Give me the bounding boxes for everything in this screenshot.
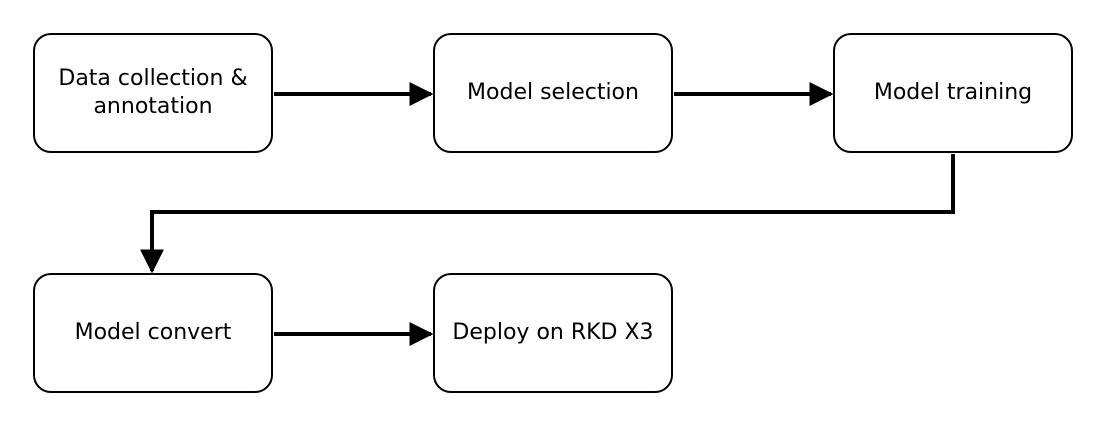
node-model-training: Model training [833, 33, 1073, 153]
node-data-collection: Data collection & annotation [33, 33, 273, 153]
node-label-deploy: Deploy on RKD X3 [452, 320, 654, 345]
node-label-model-selection: Model selection [467, 80, 639, 105]
node-deploy: Deploy on RKD X3 [433, 273, 673, 393]
node-model-selection: Model selection [433, 33, 673, 153]
node-label-model-convert: Model convert [74, 320, 232, 345]
arrow-model-training-to-model-convert [140, 154, 955, 274]
node-model-convert: Model convert [33, 273, 273, 393]
node-label-model-training: Model training [873, 80, 1033, 105]
node-label-data-collection: Data collection & annotation [58, 66, 248, 119]
